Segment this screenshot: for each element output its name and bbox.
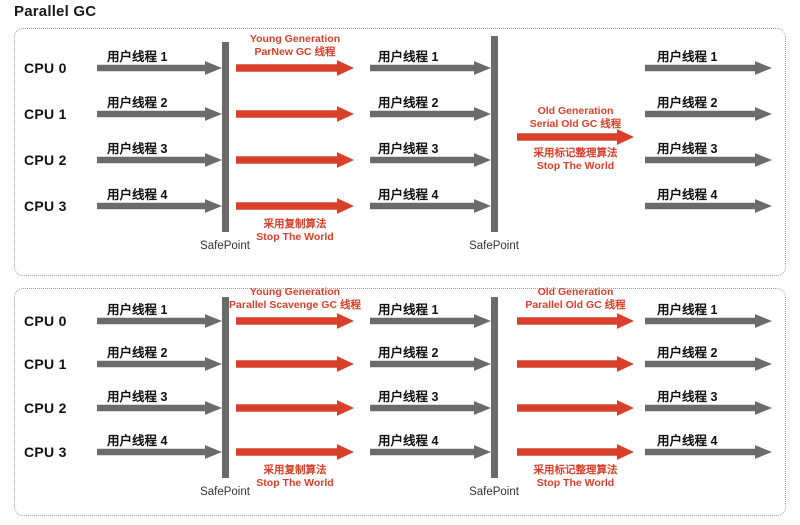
cpu-label-1: CPU 1	[24, 356, 67, 372]
user-thread-arrow-seg3-0	[645, 314, 772, 329]
user-thread-label-seg1-2: 用户线程 3	[107, 390, 168, 404]
user-thread-label-seg2-2: 用户线程 3	[378, 390, 439, 404]
young-gc-arrow-2	[236, 400, 354, 417]
user-thread-arrow-seg3-1	[645, 107, 772, 122]
user-thread-arrow-seg1-1	[97, 357, 222, 372]
old-gc-arrow-0	[517, 129, 634, 146]
old-gc-arrow-3	[517, 444, 634, 461]
user-thread-label-seg2-3: 用户线程 4	[378, 188, 439, 202]
user-thread-arrow-seg2-3	[370, 445, 491, 460]
user-thread-label-seg3-3: 用户线程 4	[657, 434, 718, 448]
user-thread-arrow-seg1-2	[97, 401, 222, 416]
user-thread-label-seg3-2: 用户线程 3	[657, 142, 718, 156]
old-gc-arrow-2	[517, 400, 634, 417]
safepoint-label-2: SafePoint	[469, 240, 519, 252]
user-thread-label-seg1-0: 用户线程 1	[107, 50, 168, 64]
user-thread-label-seg2-1: 用户线程 2	[378, 346, 439, 360]
user-thread-label-seg2-1: 用户线程 2	[378, 96, 439, 110]
cpu-label-0: CPU 0	[24, 313, 67, 329]
user-thread-arrow-seg3-2	[645, 401, 772, 416]
young-gc-arrow-3	[236, 198, 354, 215]
cpu-label-3: CPU 3	[24, 198, 67, 214]
user-thread-label-seg3-0: 用户线程 1	[657, 50, 718, 64]
cpu-label-0: CPU 0	[24, 60, 67, 76]
user-thread-label-seg2-3: 用户线程 4	[378, 434, 439, 448]
user-thread-label-seg1-0: 用户线程 1	[107, 303, 168, 317]
user-thread-label-seg2-2: 用户线程 3	[378, 142, 439, 156]
user-thread-label-seg2-0: 用户线程 1	[378, 50, 439, 64]
user-thread-label-seg3-3: 用户线程 4	[657, 188, 718, 202]
user-thread-label-seg1-1: 用户线程 2	[107, 96, 168, 110]
user-thread-arrow-seg3-3	[645, 445, 772, 460]
user-thread-arrow-seg2-1	[370, 357, 491, 372]
user-thread-arrow-seg3-3	[645, 199, 772, 214]
user-thread-arrow-seg2-1	[370, 107, 491, 122]
old-gc-arrow-0	[517, 313, 634, 330]
user-thread-arrow-seg3-0	[645, 61, 772, 76]
safepoint-label-1: SafePoint	[200, 240, 250, 252]
page-title: Parallel GC	[14, 3, 97, 20]
safepoint-bar-2	[491, 297, 498, 478]
user-thread-label-seg2-0: 用户线程 1	[378, 303, 439, 317]
user-thread-arrow-seg2-2	[370, 401, 491, 416]
user-thread-label-seg3-1: 用户线程 2	[657, 346, 718, 360]
cpu-label-2: CPU 2	[24, 400, 67, 416]
user-thread-arrow-seg2-0	[370, 314, 491, 329]
cpu-label-3: CPU 3	[24, 444, 67, 460]
user-thread-arrow-seg3-1	[645, 357, 772, 372]
cpu-label-2: CPU 2	[24, 152, 67, 168]
user-thread-arrow-seg1-3	[97, 199, 222, 214]
user-thread-arrow-seg3-2	[645, 153, 772, 168]
user-thread-arrow-seg2-3	[370, 199, 491, 214]
user-thread-arrow-seg1-0	[97, 61, 222, 76]
user-thread-label-seg3-2: 用户线程 3	[657, 390, 718, 404]
user-thread-arrow-seg1-2	[97, 153, 222, 168]
cpu-label-1: CPU 1	[24, 106, 67, 122]
user-thread-label-seg3-1: 用户线程 2	[657, 96, 718, 110]
user-thread-label-seg1-3: 用户线程 4	[107, 434, 168, 448]
panel-parallel-scavenge-parallel-old	[14, 288, 786, 516]
young-gc-arrow-1	[236, 106, 354, 123]
young-gc-arrow-1	[236, 356, 354, 373]
safepoint-bar-2	[491, 36, 498, 232]
user-thread-arrow-seg2-2	[370, 153, 491, 168]
user-thread-label-seg3-0: 用户线程 1	[657, 303, 718, 317]
young-gc-arrow-2	[236, 152, 354, 169]
user-thread-arrow-seg1-0	[97, 314, 222, 329]
user-thread-label-seg1-1: 用户线程 2	[107, 346, 168, 360]
user-thread-arrow-seg1-1	[97, 107, 222, 122]
user-thread-label-seg1-2: 用户线程 3	[107, 142, 168, 156]
young-gc-arrow-0	[236, 60, 354, 77]
user-thread-arrow-seg2-0	[370, 61, 491, 76]
user-thread-label-seg1-3: 用户线程 4	[107, 188, 168, 202]
old-gc-arrow-1	[517, 356, 634, 373]
safepoint-label-2: SafePoint	[469, 486, 519, 498]
young-gc-arrow-0	[236, 313, 354, 330]
safepoint-label-1: SafePoint	[200, 486, 250, 498]
young-gc-arrow-3	[236, 444, 354, 461]
safepoint-bar-1	[222, 42, 229, 232]
user-thread-arrow-seg1-3	[97, 445, 222, 460]
safepoint-bar-1	[222, 297, 229, 478]
